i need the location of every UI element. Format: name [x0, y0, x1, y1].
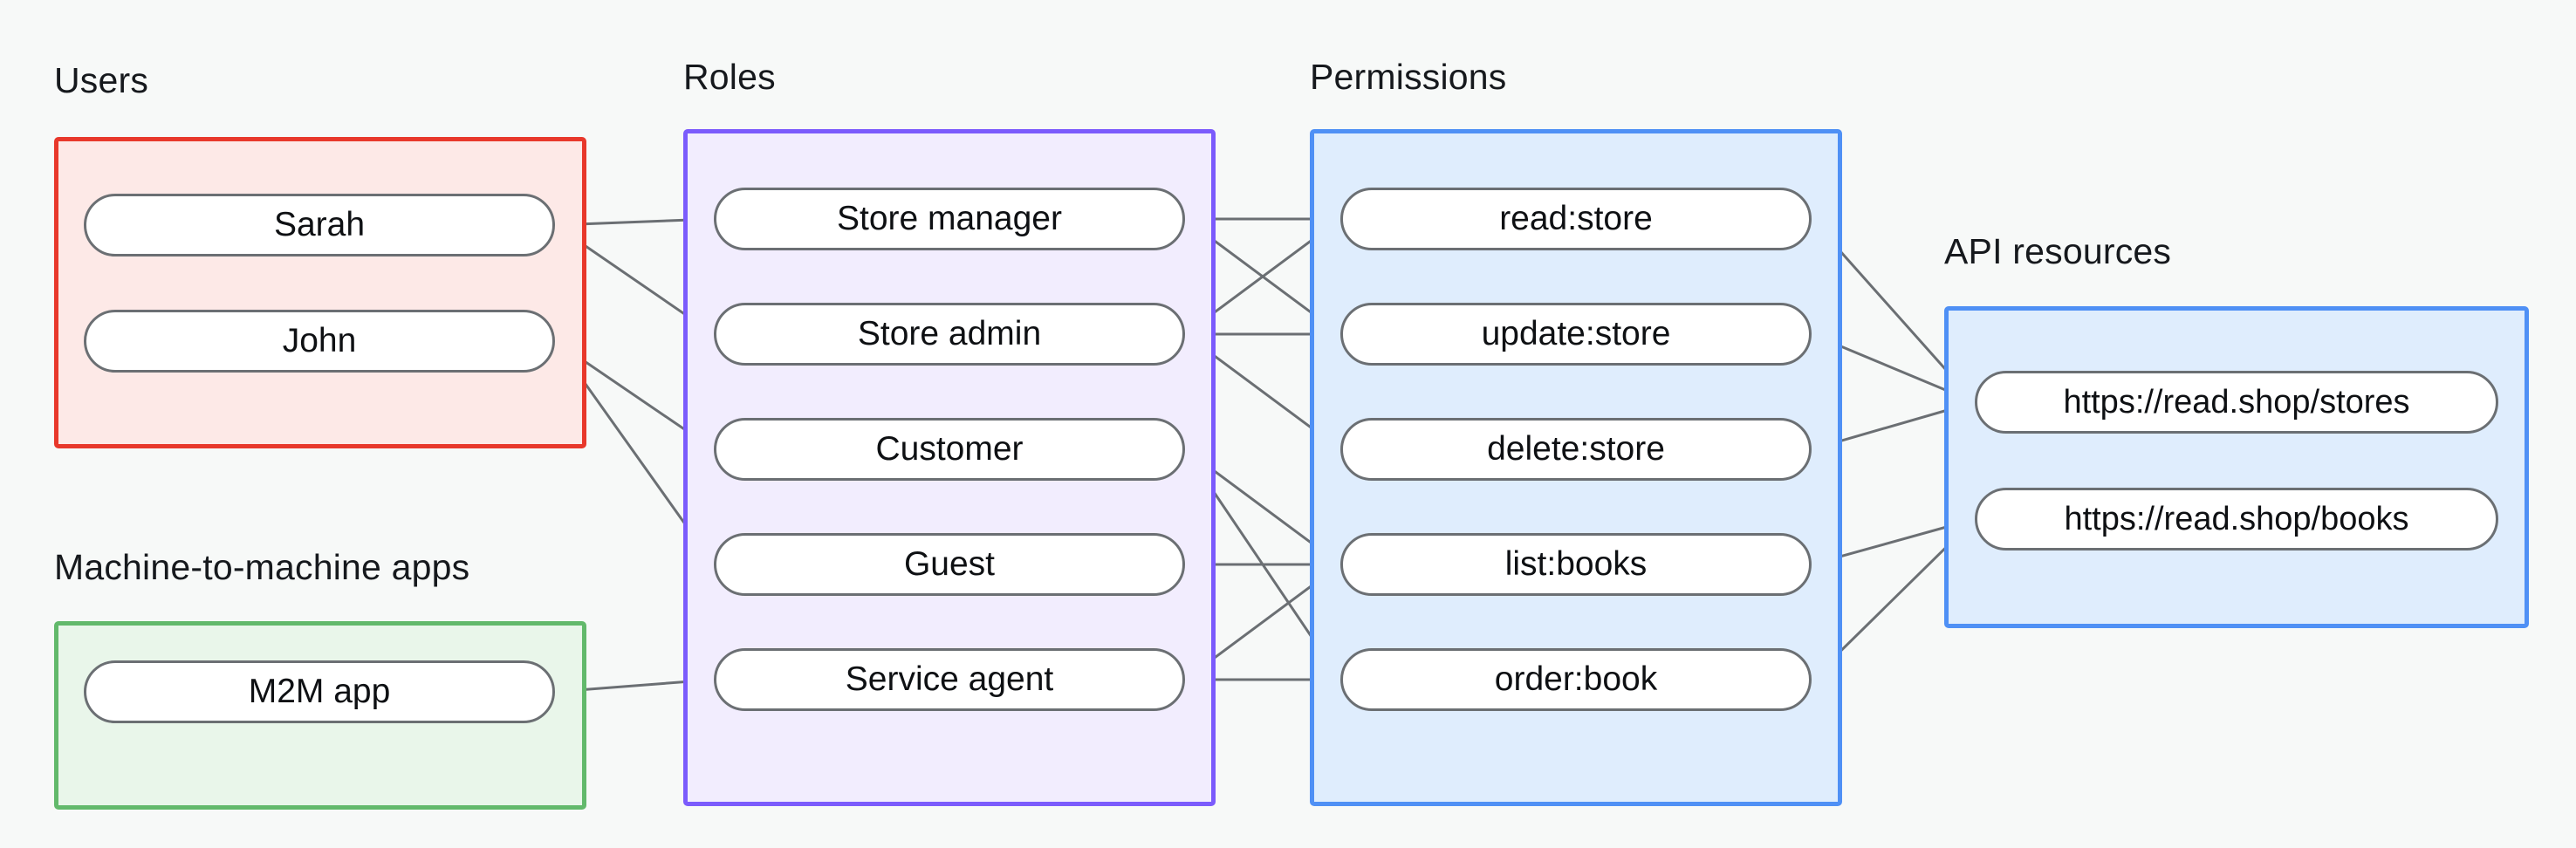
- node-deletestore[interactable]: delete:store: [1340, 418, 1812, 481]
- node-listbooks[interactable]: list:books: [1340, 533, 1812, 596]
- node-guest[interactable]: Guest: [714, 533, 1185, 596]
- group-title-roles: Roles: [683, 57, 776, 97]
- group-title-m2m: Machine-to-machine apps: [54, 547, 470, 587]
- node-storemgr[interactable]: Store manager: [714, 188, 1185, 250]
- node-apibooks[interactable]: https://read.shop/books: [1975, 488, 2498, 551]
- group-title-permissions: Permissions: [1310, 57, 1507, 97]
- node-serviceagent[interactable]: Service agent: [714, 648, 1185, 711]
- group-box-api: [1944, 306, 2529, 628]
- node-readstore[interactable]: read:store: [1340, 188, 1812, 250]
- group-box-users: [54, 137, 586, 448]
- node-storeadmin[interactable]: Store admin: [714, 303, 1185, 366]
- node-orderbook[interactable]: order:book: [1340, 648, 1812, 711]
- node-customer[interactable]: Customer: [714, 418, 1185, 481]
- node-m2mapp[interactable]: M2M app: [84, 660, 555, 723]
- node-john[interactable]: John: [84, 310, 555, 373]
- node-updatestore[interactable]: update:store: [1340, 303, 1812, 366]
- node-sarah[interactable]: Sarah: [84, 194, 555, 256]
- node-apistores[interactable]: https://read.shop/stores: [1975, 371, 2498, 434]
- group-title-users: Users: [54, 60, 149, 100]
- group-title-api: API resources: [1944, 231, 2172, 271]
